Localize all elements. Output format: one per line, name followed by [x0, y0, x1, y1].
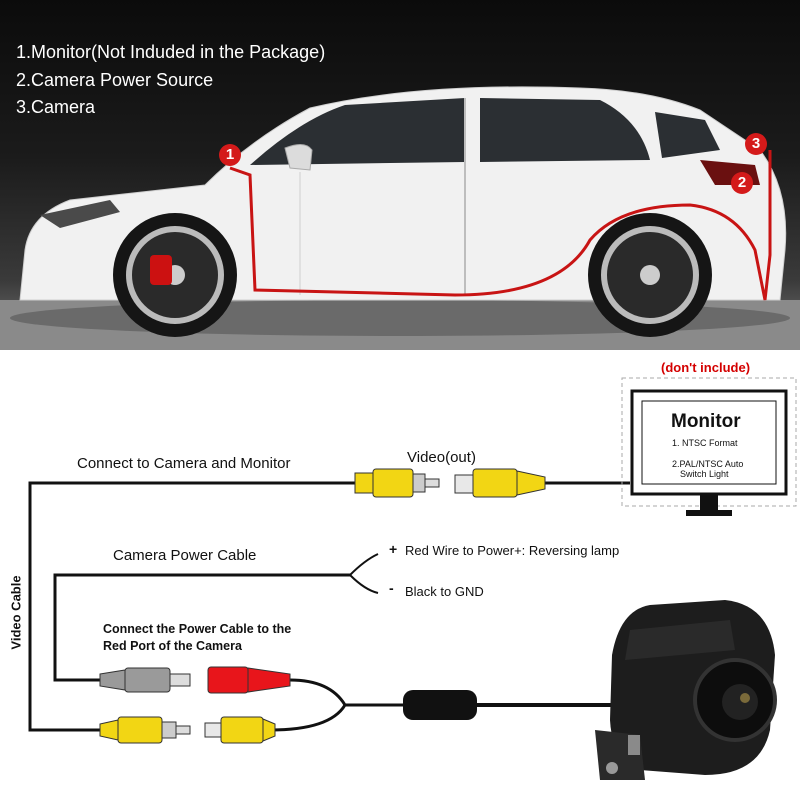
- legend-item-power-source: 2.Camera Power Source: [16, 70, 214, 90]
- power-connector-red: [207, 666, 291, 694]
- legend-item-monitor: 1.Monitor(Not Induded in the Package): [16, 42, 326, 62]
- monitor-title: Monitor: [671, 411, 741, 432]
- legend-item-camera: 3.Camera: [16, 97, 96, 117]
- marker-2: 2: [731, 172, 753, 194]
- monitor-spec-2a: 2.PAL/NTSC Auto: [672, 459, 744, 469]
- dont-include-note: (don't include): [661, 360, 751, 375]
- plus-sign: +: [389, 541, 398, 557]
- red-wire-label: Red Wire to Power+: Reversing lamp: [405, 543, 620, 558]
- video-connector-yellow-right: [204, 716, 276, 744]
- connect-camera-monitor-label: Connect to Camera and Monitor: [77, 455, 291, 472]
- cable-filter-block: [403, 690, 477, 720]
- connect-power-note-line2: Red Port of the Camera: [103, 639, 242, 653]
- video-connector-yellow-left: [99, 716, 191, 744]
- car-photo-panel: 1.Monitor(Not Induded in the Package) 2.…: [0, 0, 800, 350]
- marker-1: 1: [219, 144, 241, 166]
- rear-wheel: [588, 213, 712, 337]
- video-out-label: Video(out): [407, 449, 476, 466]
- camera-device: [595, 600, 777, 780]
- monitor-spec-1: 1. NTSC Format: [672, 438, 738, 448]
- wiring-diagram: (don't include) Monitor 1. NTSC Format 2…: [0, 350, 800, 800]
- minus-sign: -: [389, 580, 394, 596]
- power-connector-gray: [99, 667, 191, 693]
- video-cable-label: Video Cable: [8, 575, 24, 650]
- black-gnd-label: Black to GND: [405, 584, 484, 599]
- monitor-spec-2b: Switch Light: [680, 469, 729, 479]
- connect-power-note-line1: Connect the Power Cable to the: [103, 622, 292, 636]
- video-connector-monitor-side: [454, 468, 546, 498]
- wiring-lines: [28, 377, 797, 780]
- cable-route: [229, 150, 772, 301]
- marker-3: 3: [745, 133, 767, 155]
- car-illustration: [0, 86, 800, 350]
- video-connector-camera-side: [354, 468, 440, 498]
- camera-power-cable-label: Camera Power Cable: [113, 547, 257, 564]
- front-wheel: [113, 213, 237, 337]
